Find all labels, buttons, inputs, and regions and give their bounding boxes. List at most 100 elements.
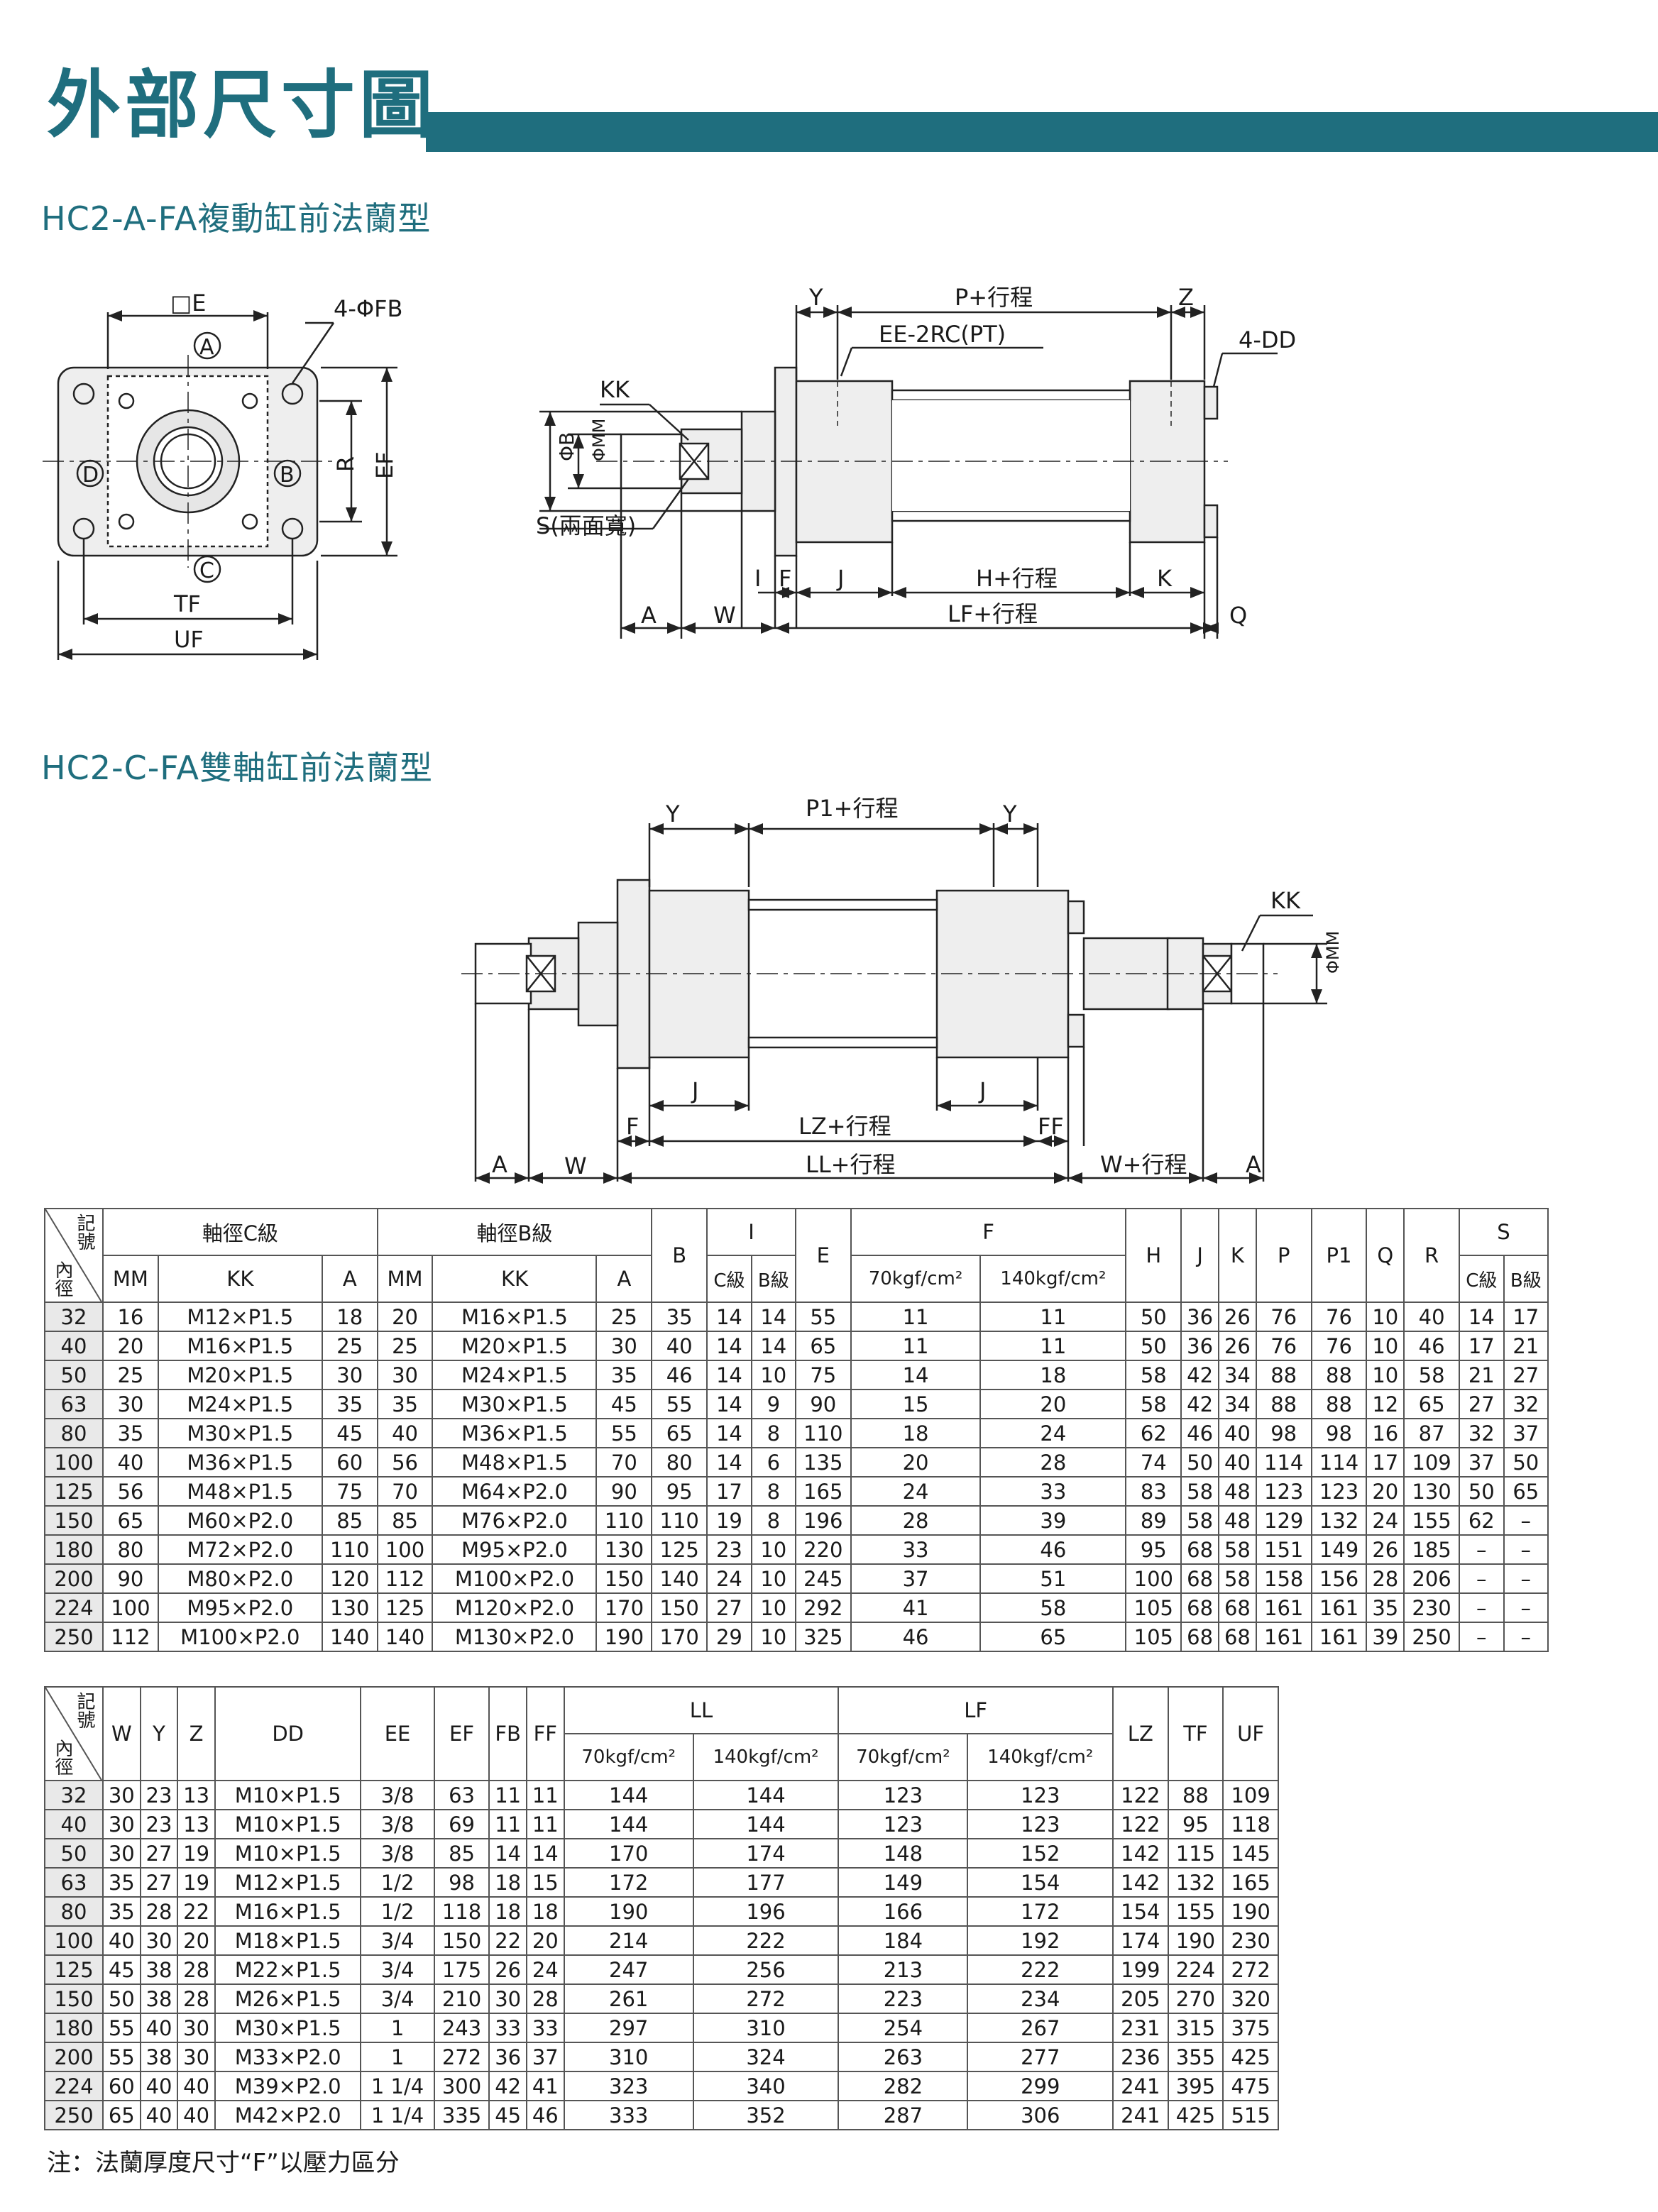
table2-cell: 272: [1222, 1954, 1279, 1985]
table1-cell: 150: [595, 1563, 653, 1594]
table2-cell: 150: [433, 1925, 490, 1956]
table1-cell: 35: [595, 1360, 653, 1390]
table1-sub-f-140: 140kgf/cm²: [979, 1255, 1127, 1303]
table2-cell: 299: [967, 2071, 1114, 2101]
table1-cell: 35: [376, 1389, 434, 1419]
table1-cell: 100: [102, 1592, 159, 1623]
table1-cell: 123: [1310, 1476, 1368, 1507]
table1-cell: 40: [102, 1447, 159, 1478]
table1-sub-b-a: A: [595, 1255, 653, 1303]
table2-cell: 335: [433, 2100, 490, 2130]
table1-cell: 11: [979, 1302, 1127, 1332]
table1-cell: 135: [794, 1447, 852, 1478]
dim-label-c-j1: J: [691, 1077, 698, 1104]
table1-cell: 125: [44, 1476, 104, 1507]
table1-cell: 56: [102, 1476, 159, 1507]
table2-cell: 3/4: [360, 1954, 435, 1985]
table1-cell: 112: [376, 1563, 434, 1594]
table1-cell: 37: [850, 1563, 982, 1594]
table1-cell: 40: [376, 1418, 434, 1448]
table1-cell: 90: [102, 1563, 159, 1594]
table2-cell: 174: [692, 1838, 840, 1869]
table2-cell: 11: [525, 1780, 565, 1810]
table1-cell: 40: [44, 1331, 104, 1361]
table2-col-z: Z: [177, 1686, 216, 1781]
table1-cell: 114: [1310, 1447, 1368, 1478]
table1-cell: 180: [44, 1534, 104, 1565]
table1-corner-top: 記號: [74, 1214, 95, 1250]
table1-cell: 88: [1310, 1389, 1368, 1419]
table2-cell: 210: [433, 1983, 490, 2014]
dim-label-k: K: [1157, 565, 1173, 592]
table2-cell: 11: [488, 1809, 527, 1839]
table2-cell: 267: [967, 2013, 1114, 2043]
table2-cell: 32: [44, 1780, 104, 1810]
table2-cell: 320: [1222, 1983, 1279, 2014]
table2-cell: 118: [1222, 1809, 1279, 1839]
table2-cell: 395: [1167, 2071, 1224, 2101]
table2-cell: 145: [1222, 1838, 1279, 1869]
table1-cell: 58: [1125, 1389, 1182, 1419]
table1-col-q: Q: [1366, 1208, 1405, 1303]
dim-label-phimm: ΦMM: [589, 419, 609, 461]
table1-cell: 30: [376, 1360, 434, 1390]
table1-cell: 34: [1218, 1389, 1257, 1419]
table1-cell: –: [1503, 1622, 1549, 1652]
table1-cell: M12×P1.5: [157, 1302, 323, 1332]
table1-cell: 46: [850, 1622, 982, 1652]
table1-cell: 65: [1503, 1476, 1549, 1507]
table1-cell: 20: [102, 1331, 159, 1361]
table1-cell: 100: [44, 1447, 104, 1478]
table2-cell: 60: [102, 2071, 141, 2101]
table1-cell: 112: [102, 1622, 159, 1652]
table2-cell: 95: [1167, 1809, 1224, 1839]
table1-cell: 56: [376, 1447, 434, 1478]
table1-cell: 68: [1180, 1534, 1219, 1565]
table1-cell: 20: [979, 1389, 1127, 1419]
dim-label-c-ff: FF: [1038, 1113, 1064, 1140]
table2-cell: 231: [1112, 2013, 1169, 2043]
dim-label-y: Y: [808, 284, 823, 311]
table1-cell: 58: [1218, 1534, 1257, 1565]
table2-cell: 222: [967, 1954, 1114, 1985]
table1-cell: 28: [979, 1447, 1127, 1478]
table2-cell: 192: [967, 1925, 1114, 1956]
table1-col-j: J: [1180, 1208, 1219, 1303]
table1-cell: 37: [1459, 1447, 1505, 1478]
table1-cell: 65: [651, 1418, 708, 1448]
table1-cell: 90: [595, 1476, 653, 1507]
table1-cell: –: [1459, 1534, 1505, 1565]
table1-cell: 129: [1255, 1505, 1312, 1536]
table2-cell: 333: [563, 2100, 694, 2130]
table1-cell: 76: [1255, 1302, 1312, 1332]
table1-cell: 114: [1255, 1447, 1312, 1478]
table1-cell: M64×P2.0: [432, 1476, 598, 1507]
table2-cell: 45: [102, 1954, 141, 1985]
table1-cell: M16×P1.5: [157, 1331, 323, 1361]
table2-cell: 18: [488, 1896, 527, 1927]
table1-cell: 250: [44, 1622, 104, 1652]
table1-corner: 記號 內徑: [44, 1208, 104, 1303]
table1-cell: 50: [44, 1360, 104, 1390]
table1-cell: M30×P1.5: [157, 1418, 323, 1448]
table2-cell: 213: [838, 1954, 969, 1985]
table1-cell: 14: [706, 1360, 752, 1390]
table2-cell: 22: [488, 1925, 527, 1956]
table2-cell: 123: [967, 1780, 1114, 1810]
table2-cell: 172: [967, 1896, 1114, 1927]
table1-cell: 58: [979, 1592, 1127, 1623]
table1-cell: 110: [651, 1505, 708, 1536]
table1-cell: 10: [1366, 1302, 1405, 1332]
table2-cell: 50: [44, 1838, 104, 1869]
table2-cell: 180: [44, 2013, 104, 2043]
table2-cell: 20: [177, 1925, 216, 1956]
table2-col-ff: FF: [525, 1686, 565, 1781]
table2-cell: 272: [692, 1983, 840, 2014]
